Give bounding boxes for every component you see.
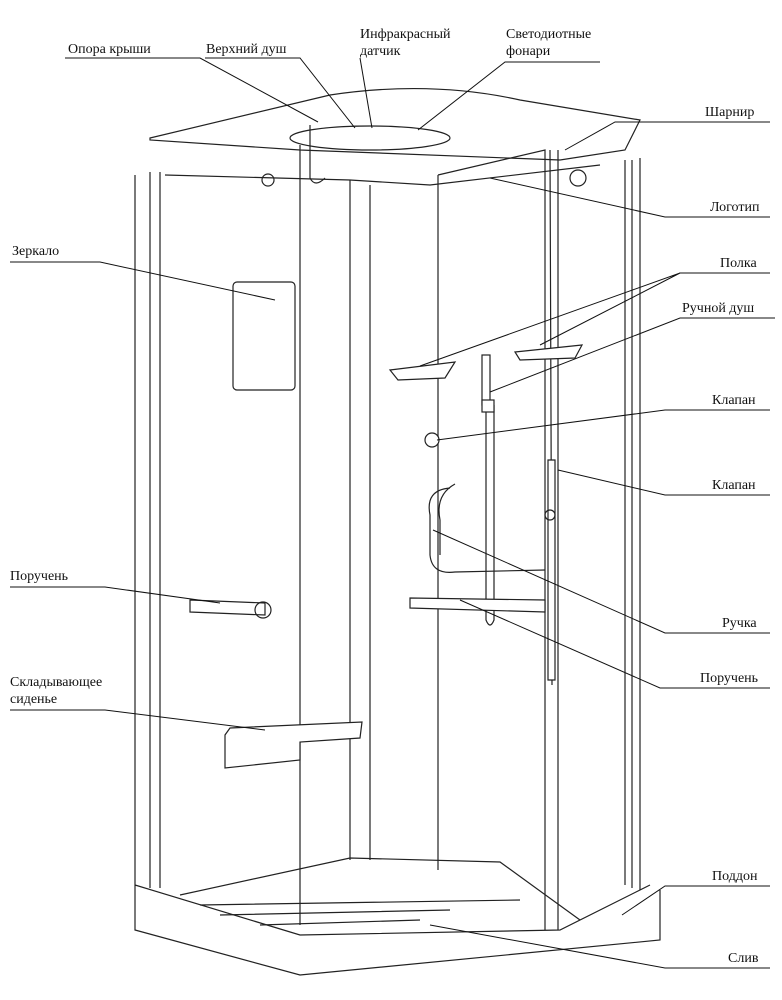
handrail-left	[189, 599, 266, 616]
label-valve-1: Клапан	[712, 393, 756, 408]
labels: Опора крыши Верхний душ Инфракрасный дат…	[10, 27, 760, 966]
tray-grid	[179, 857, 581, 926]
leader-lines	[10, 57, 775, 969]
handrail-right	[409, 597, 546, 613]
label-mirror: Зеркало	[12, 244, 59, 259]
left-post	[134, 172, 161, 888]
label-shelf: Полка	[720, 256, 758, 271]
roof	[149, 87, 641, 161]
folding-seat	[224, 721, 363, 769]
label-logo: Логотип	[710, 200, 760, 215]
right-door	[437, 149, 546, 930]
label-led-lights-line1: Светодиотные	[506, 27, 591, 42]
valve-left	[424, 432, 440, 448]
label-ir-sensor-line2: датчик	[360, 44, 401, 59]
shelf-right	[513, 344, 584, 361]
mirror	[232, 281, 296, 391]
label-seat-line1: Складывающее	[10, 675, 102, 690]
right-post	[624, 158, 641, 890]
label-tray: Поддон	[712, 869, 758, 884]
label-handrail-left: Поручень	[10, 569, 68, 584]
label-hinge: Шарнир	[705, 105, 754, 120]
label-handrail-right: Поручень	[700, 671, 758, 686]
valve-right	[547, 459, 556, 681]
label-top-shower: Верхний душ	[206, 42, 287, 57]
label-ir-sensor-line1: Инфракрасный	[360, 27, 451, 42]
shelf-left	[388, 361, 457, 381]
label-drain: Слив	[728, 951, 759, 966]
label-hand-shower: Ручной душ	[682, 301, 754, 316]
label-roof-support: Опора крыши	[68, 42, 151, 57]
hand-shower	[481, 354, 491, 406]
shower-cabin-drawing	[134, 87, 661, 976]
label-led-lights-line2: фонари	[506, 44, 551, 59]
label-seat-line2: сиденье	[10, 692, 57, 707]
label-valve-2: Клапан	[712, 478, 756, 493]
tray	[134, 884, 661, 976]
label-handle: Ручка	[722, 616, 757, 631]
top-shower-head	[289, 125, 451, 151]
handle	[428, 487, 546, 573]
